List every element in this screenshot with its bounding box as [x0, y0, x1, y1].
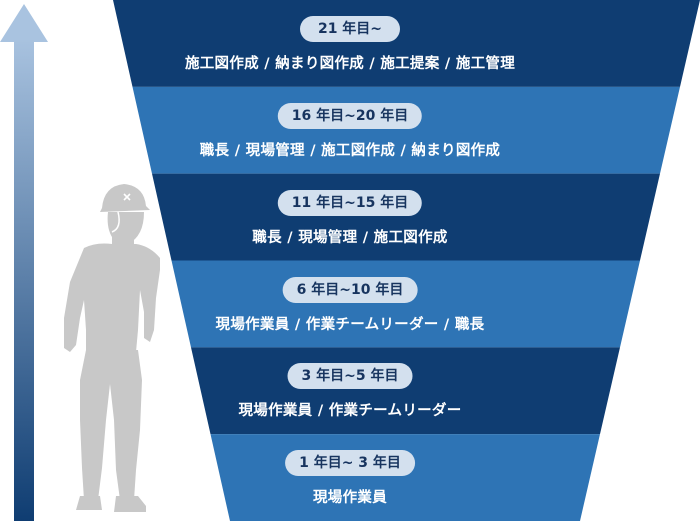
worker-silhouette-icon — [64, 184, 160, 512]
tier-band — [211, 434, 601, 521]
up-arrow-icon — [0, 4, 48, 521]
tier-band — [133, 87, 681, 174]
tier-band — [113, 0, 700, 87]
tier-stack — [113, 0, 700, 521]
tier-band — [191, 347, 620, 434]
tier-band — [152, 174, 660, 261]
tier-band — [172, 261, 641, 348]
